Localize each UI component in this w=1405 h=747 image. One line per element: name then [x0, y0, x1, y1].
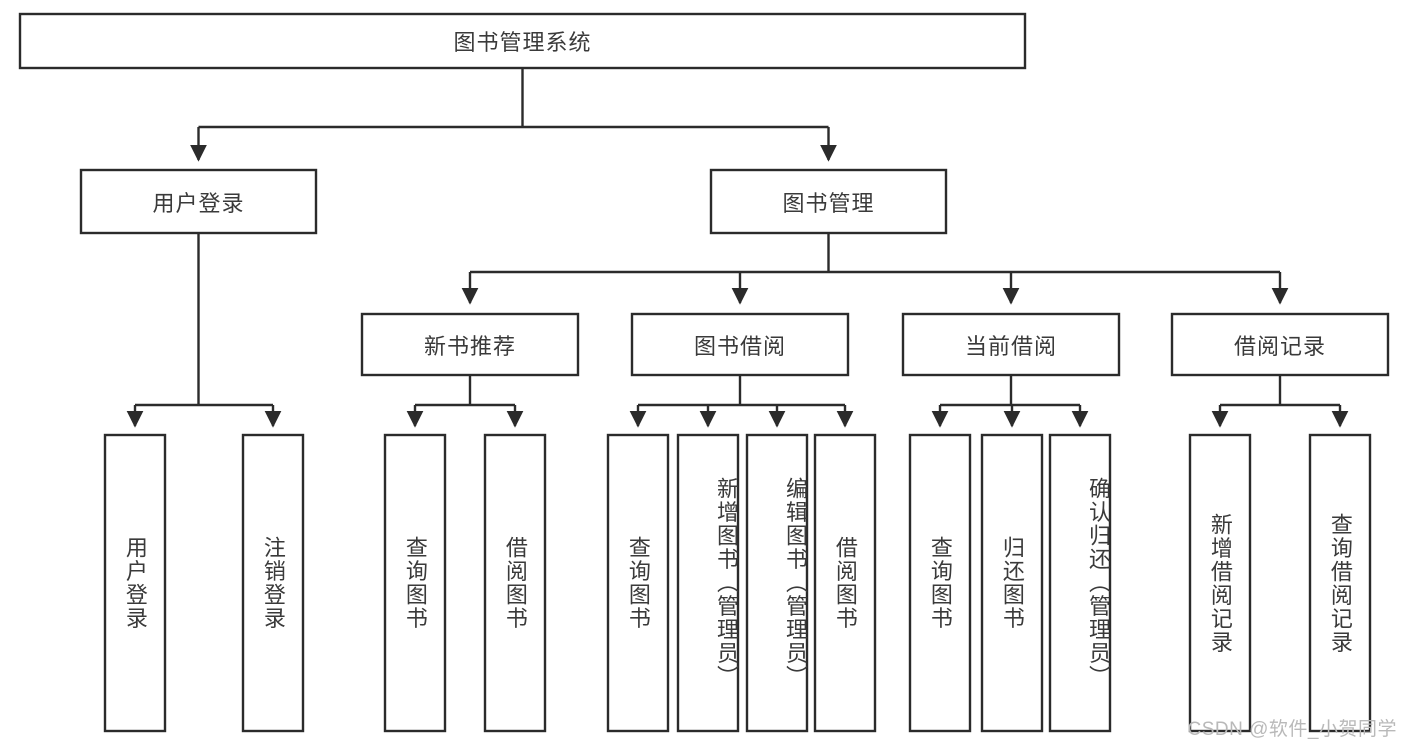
connectors-root-to-level2: [190, 68, 837, 162]
node-box-book-manage[interactable]: [709, 168, 948, 235]
node-box-leaf-logout-login[interactable]: [241, 433, 305, 733]
node-box-new-book-rec[interactable]: [360, 312, 580, 377]
node-box-borrow-record[interactable]: [1170, 312, 1390, 377]
csdn-watermark: CSDN @软件_小贺同学: [1187, 719, 1397, 740]
node-box-leaf-query-book-rec[interactable]: [383, 433, 447, 733]
node-box-leaf-borrow-book-bb[interactable]: [813, 433, 877, 733]
node-box-leaf-edit-book[interactable]: [745, 433, 809, 733]
connectors-borrowrecord-to-leaves: [1211, 375, 1349, 428]
connectors-userlogin-to-leaves: [126, 233, 282, 428]
node-box-leaf-borrow-book-rec[interactable]: [483, 433, 547, 733]
connectors-booklmanage-to-level3: [461, 233, 1289, 305]
connectors-bookborrow-to-leaves: [629, 375, 854, 428]
node-box-leaf-add-record[interactable]: [1188, 433, 1252, 733]
node-box-leaf-confirm-return[interactable]: [1048, 433, 1112, 733]
node-box-leaf-add-book[interactable]: [676, 433, 740, 733]
connectors-newbookrec-to-leaves: [406, 375, 524, 428]
node-box-book-borrow[interactable]: [630, 312, 850, 377]
node-box-current-borrow[interactable]: [901, 312, 1121, 377]
node-box-user-login[interactable]: [79, 168, 318, 235]
node-box-leaf-user-login[interactable]: [103, 433, 167, 733]
node-box-leaf-query-record[interactable]: [1308, 433, 1372, 733]
node-box-root[interactable]: [18, 12, 1027, 70]
node-box-leaf-return-book[interactable]: [980, 433, 1044, 733]
node-box-leaf-query-book-cb[interactable]: [908, 433, 972, 733]
connectors-currentborrow-to-leaves: [931, 375, 1089, 428]
node-box-leaf-query-book-bb[interactable]: [606, 433, 670, 733]
